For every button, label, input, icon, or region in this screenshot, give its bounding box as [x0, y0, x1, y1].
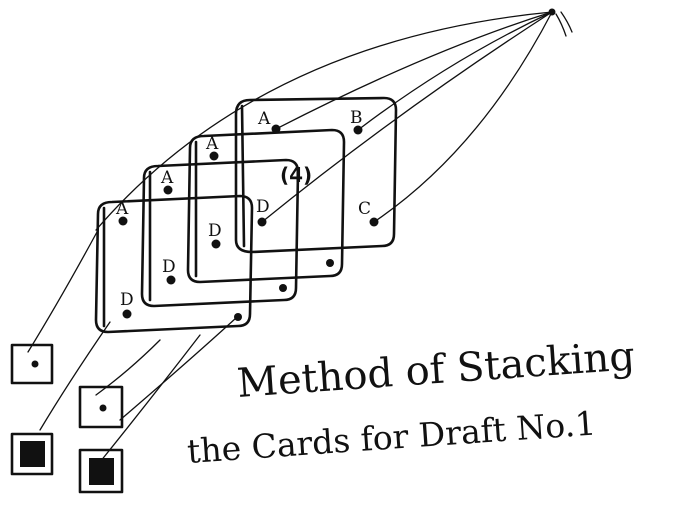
warp-end-2 — [80, 387, 122, 427]
card-4-label-c: C — [358, 199, 371, 219]
card-number: (4) — [280, 163, 312, 187]
card-4-label-d: D — [256, 197, 270, 217]
threads-to-knot — [96, 9, 572, 231]
card-3-label-d: D — [208, 221, 222, 241]
diagram-title-line2: the Cards for Draft No.1 — [186, 403, 597, 470]
warp-end-1 — [12, 345, 52, 383]
card-2-label-d: D — [162, 257, 176, 277]
card-1-hole-d — [123, 310, 132, 319]
card-1-hole-c — [234, 313, 242, 321]
warp-end-4 — [80, 450, 122, 492]
card-2-label-a: A — [160, 168, 174, 188]
diagram-title-line1: Method of Stacking — [235, 333, 636, 407]
card-3-label-a: A — [205, 134, 219, 154]
card-2-hole-c — [279, 284, 287, 292]
card-4-label-b: B — [350, 108, 363, 128]
knot — [549, 9, 556, 16]
card-4: A B C D (4) — [236, 98, 396, 252]
card-3-hole-c — [326, 259, 334, 267]
card-1-label-d: D — [120, 290, 134, 310]
thread-ends — [556, 12, 572, 36]
warp-end-3 — [12, 434, 52, 474]
threads-to-warp — [28, 232, 236, 462]
card-4-label-a: A — [257, 109, 271, 129]
